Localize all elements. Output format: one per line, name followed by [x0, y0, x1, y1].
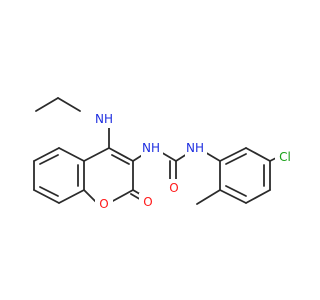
label-mask-o-carbonyl [139, 193, 157, 209]
bond-ethyl-ch2-n [57, 97, 81, 112]
atom-label-o-ring: O [99, 197, 108, 211]
atom-label-nh-ethylamino: NH [95, 112, 113, 126]
bond-c4-c3-double [108, 147, 134, 162]
bond-c7-c8-inner [39, 186, 59, 197]
bond-o1-c8a [83, 189, 97, 203]
bond-c8-c8a [58, 189, 85, 204]
label-mask-o-urea [167, 179, 183, 195]
bond-aryl-5-6-inner [225, 185, 247, 197]
atom-label-nh-urea-right: NH [186, 141, 204, 155]
bonds-group [33, 97, 281, 205]
bond-c5-c6-inner [39, 154, 59, 165]
label-mask-o-ring [95, 196, 113, 212]
bond-aryl-5-6 [219, 189, 247, 204]
bond-c4-c4a [83, 147, 110, 162]
atom-label-o-urea: O [169, 181, 178, 195]
atom-label-o-carbonyl: O [143, 195, 152, 209]
bond-c7-c8 [33, 189, 60, 204]
bond-c4-c3-inner [111, 154, 130, 165]
bond-aryl-2-3 [245, 147, 271, 162]
bond-c4a-c5 [58, 147, 85, 162]
label-mask-nh-ethyl [93, 112, 115, 128]
bond-aryl-1-2 [219, 147, 247, 162]
label-mask-nh-left [141, 141, 163, 157]
atom-label-cl: Cl [279, 150, 291, 164]
bond-c5-c6 [33, 147, 60, 162]
molecule-canvas: NH NH NH O O O Cl [33, 97, 295, 212]
bond-aryl-methyl [196, 189, 221, 205]
bond-aryl-4-5 [245, 189, 271, 204]
label-mask-cl [275, 149, 295, 165]
label-mask-nh-right [185, 141, 207, 157]
bond-ethyl-ch3 [35, 97, 59, 112]
molecule-structure: NH NH NH O O O Cl [33, 97, 295, 212]
atom-label-nh-urea-left: NH [142, 141, 160, 155]
bond-c2-o1 [110, 189, 134, 203]
bond-aryl-1-2-inner [225, 153, 247, 165]
